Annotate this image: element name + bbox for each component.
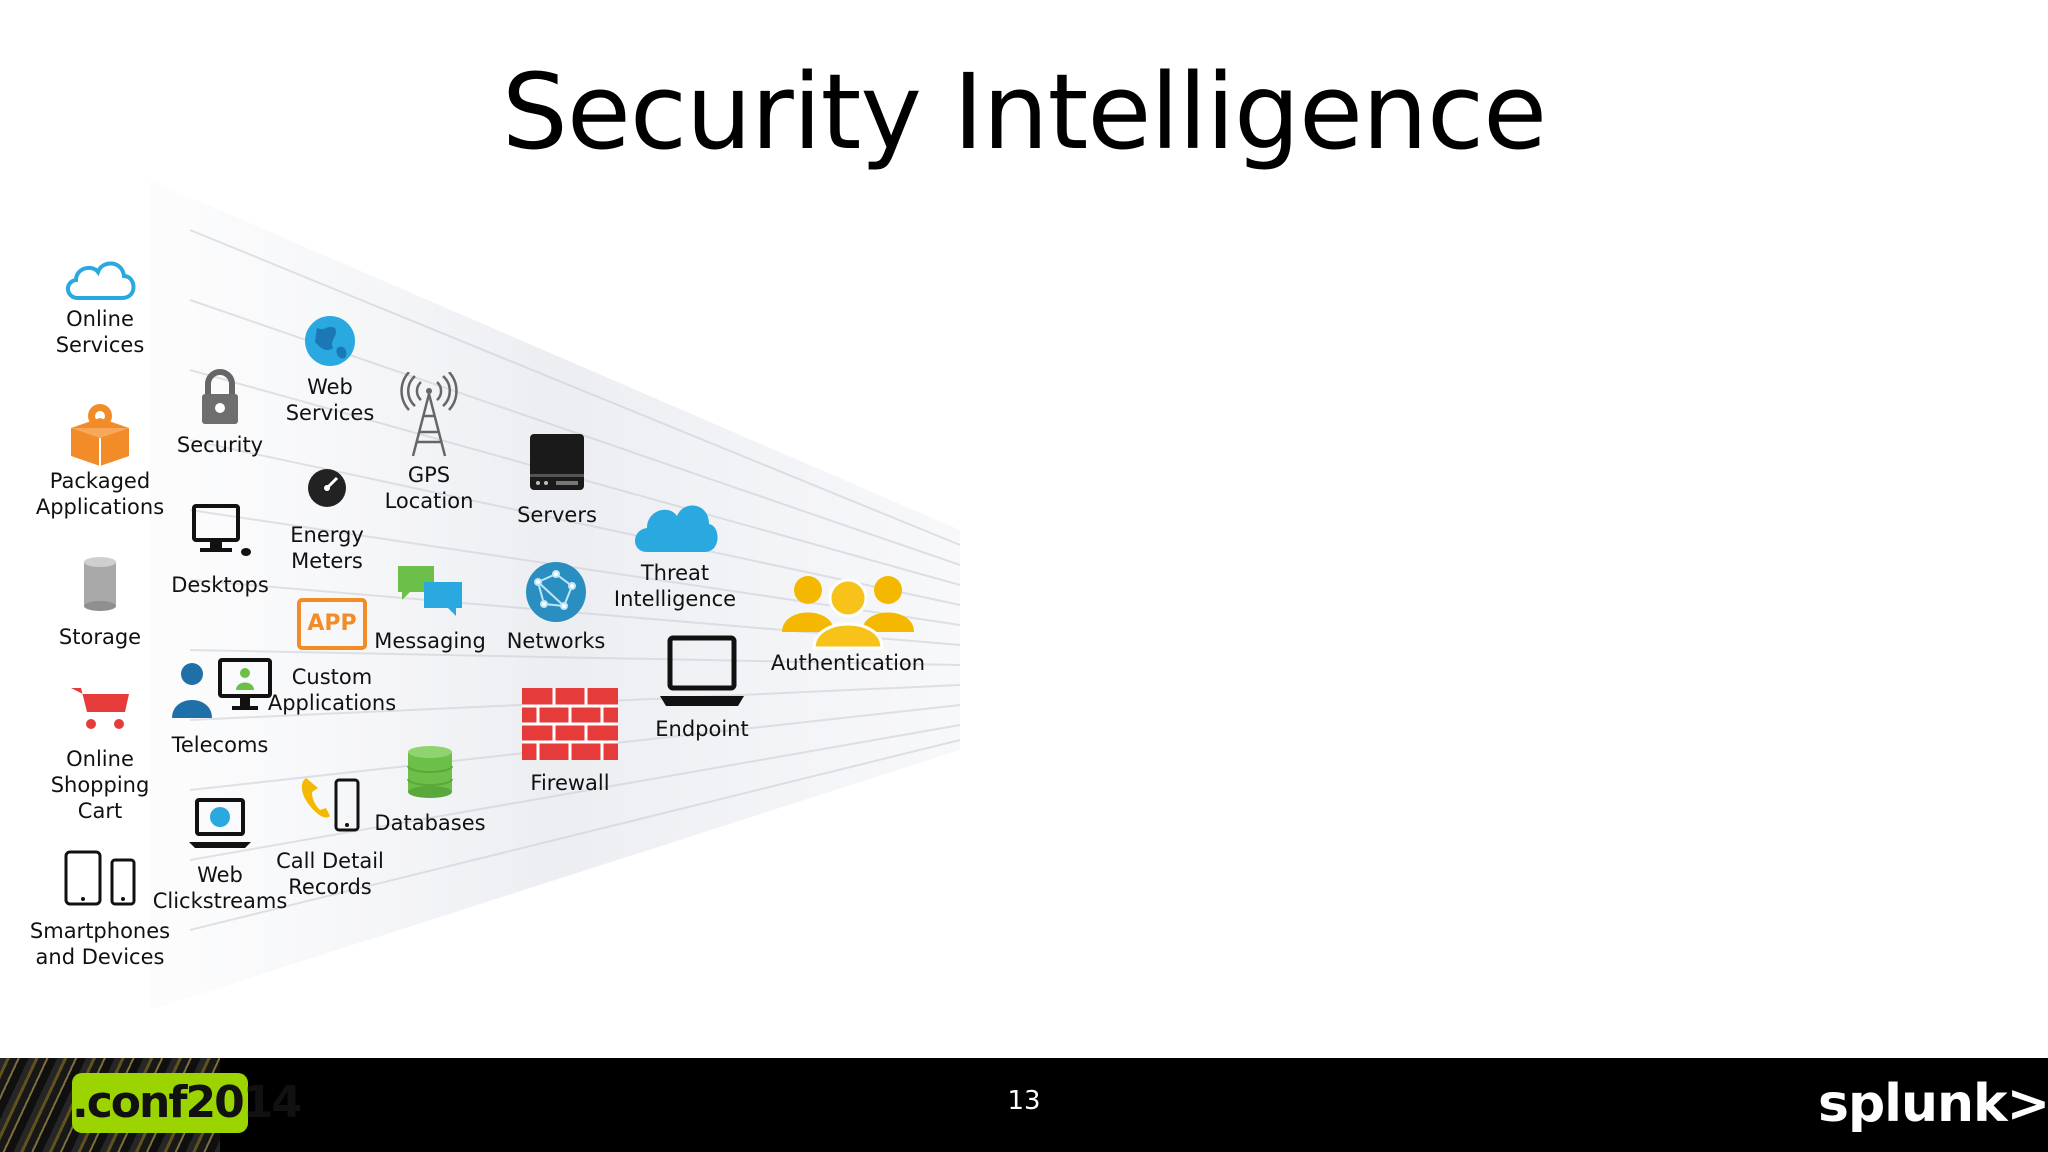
source-gps-location: GPS Location bbox=[374, 372, 484, 514]
source-online-services: Online Services bbox=[30, 252, 170, 358]
source-online-shopping-cart: Online Shopping Cart bbox=[30, 682, 170, 824]
source-smartphones: Smartphones and Devices bbox=[20, 850, 180, 970]
source-endpoint: Endpoint bbox=[640, 634, 764, 742]
source-packaged-applications: Packaged Applications bbox=[30, 398, 170, 520]
footer-bar bbox=[0, 1058, 2048, 1152]
source-label: Custom Applications bbox=[267, 665, 397, 715]
splunk-logo: splunk> bbox=[1818, 1074, 2048, 1134]
source-label: Packaged Applications bbox=[35, 469, 165, 519]
source-label: Firewall bbox=[530, 771, 610, 795]
source-label: Online Shopping Cart bbox=[50, 747, 150, 823]
server-icon bbox=[530, 434, 584, 490]
source-label: Telecoms bbox=[171, 733, 269, 757]
person-monitor-icon bbox=[172, 658, 272, 718]
page-number: 13 bbox=[1007, 1086, 1041, 1116]
source-label: Energy Meters bbox=[290, 523, 364, 573]
source-security: Security bbox=[160, 368, 280, 458]
source-label: Threat Intelligence bbox=[613, 561, 737, 611]
laptop-icon bbox=[660, 635, 744, 706]
laptop-globe-icon bbox=[189, 798, 251, 848]
cylinder-icon bbox=[84, 557, 116, 611]
package-gear-icon bbox=[71, 404, 129, 466]
source-servers: Servers bbox=[502, 432, 612, 528]
source-label: Desktops bbox=[171, 573, 269, 597]
network-globe-icon bbox=[526, 562, 586, 622]
source-label: Networks bbox=[506, 629, 606, 653]
phone-icon bbox=[301, 778, 360, 832]
source-label: Endpoint bbox=[655, 717, 749, 741]
cloud-filled-icon bbox=[635, 505, 718, 552]
source-telecoms: Telecoms bbox=[158, 656, 282, 758]
source-label: Servers bbox=[517, 503, 597, 527]
source-label: Authentication bbox=[770, 651, 926, 675]
source-label: GPS Location bbox=[384, 463, 474, 513]
source-desktops: Desktops bbox=[160, 502, 280, 598]
source-label: Storage bbox=[58, 625, 142, 649]
database-icon bbox=[407, 746, 453, 798]
source-messaging: Messaging bbox=[372, 562, 488, 654]
source-label: Online Services bbox=[55, 307, 145, 357]
gauge-icon bbox=[308, 469, 346, 507]
source-label: Web Services bbox=[285, 375, 375, 425]
user-group-icon bbox=[782, 576, 914, 650]
app-icon: APP bbox=[297, 598, 367, 650]
cloud-outline-icon bbox=[66, 261, 136, 300]
source-call-detail-records: Call Detail Records bbox=[264, 774, 396, 900]
padlock-icon bbox=[202, 369, 238, 424]
chat-bubbles-icon bbox=[398, 566, 462, 616]
source-energy-meters: Energy Meters bbox=[272, 466, 382, 574]
source-web-clickstreams: Web Clickstreams bbox=[150, 796, 290, 914]
source-custom-applications: APP Custom Applications bbox=[264, 598, 400, 716]
source-label: Security bbox=[176, 433, 264, 457]
source-label: Databases bbox=[374, 811, 486, 835]
brick-wall-icon bbox=[522, 688, 618, 760]
source-storage: Storage bbox=[30, 556, 170, 650]
source-label: Web Clickstreams bbox=[152, 863, 288, 913]
source-authentication: Authentication bbox=[750, 566, 946, 676]
source-web-services: Web Services bbox=[270, 314, 390, 426]
source-networks: Networks bbox=[500, 560, 612, 654]
source-threat-intelligence: Threat Intelligence bbox=[610, 496, 740, 612]
source-firewall: Firewall bbox=[510, 686, 630, 796]
source-label: Messaging bbox=[374, 629, 486, 653]
slide-title: Security Intelligence bbox=[501, 51, 1547, 173]
tablet-phone-icon bbox=[64, 850, 136, 906]
source-databases: Databases bbox=[370, 744, 490, 836]
desktop-icon bbox=[192, 504, 251, 556]
globe-icon bbox=[305, 316, 355, 366]
source-label: Smartphones and Devices bbox=[29, 919, 171, 969]
shopping-cart-icon bbox=[71, 688, 129, 729]
antenna-tower-icon bbox=[400, 372, 458, 457]
source-label: Call Detail Records bbox=[276, 849, 384, 899]
